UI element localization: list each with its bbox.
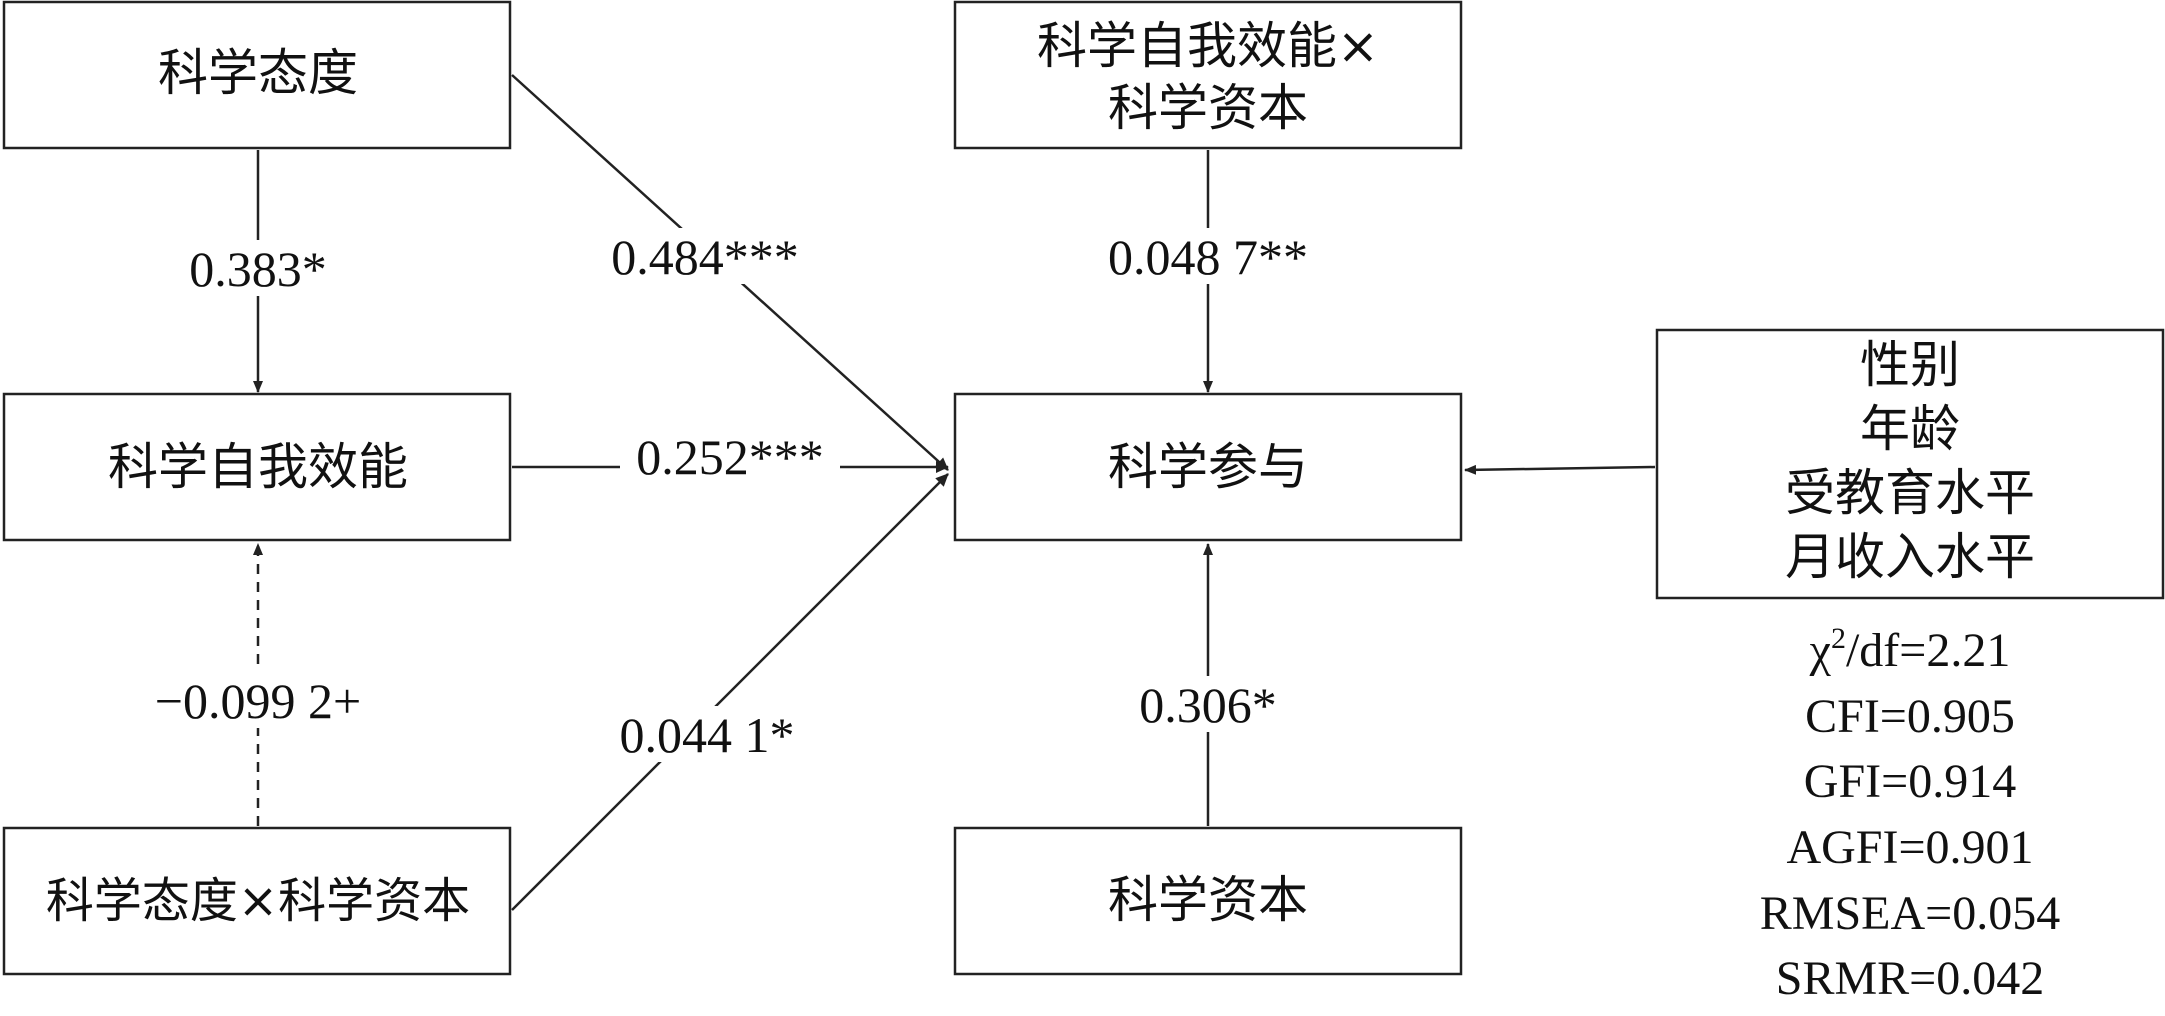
fit-chi2-value: /df=2.21 xyxy=(1846,624,2010,677)
fit-chi2-superscript: 2 xyxy=(1831,622,1846,655)
coef-efficacy-interaction-to-participation-group: 0.048 7** xyxy=(1092,228,1324,285)
coef-capital-to-participation: 0.306* xyxy=(1139,677,1277,733)
fit-agfi: AGFI=0.901 xyxy=(1786,821,2033,874)
coef-attitude-to-participation-group: 0.484*** xyxy=(598,228,812,285)
node-participation: 科学参与 xyxy=(953,392,1463,542)
coef-attitude-to-efficacy-group: 0.383* xyxy=(180,240,336,297)
node-participation-label: 科学参与 xyxy=(1108,438,1308,496)
coef-attitude-to-efficacy: 0.383* xyxy=(189,241,327,297)
node-efficacy-x-capital: 科学自我效能× 科学资本 xyxy=(953,0,1463,150)
coef-efficacy-to-participation-group: 0.252*** xyxy=(620,428,840,485)
node-capital: 科学资本 xyxy=(953,826,1463,976)
edge-interaction-to-participation xyxy=(511,473,949,911)
coef-capital-to-participation-group: 0.306* xyxy=(1128,676,1288,733)
fit-cfi: CFI=0.905 xyxy=(1805,690,2015,743)
node-controls: 性别 年龄 受教育水平 月收入水平 xyxy=(1655,328,2165,600)
fit-chi2: χ2/df=2.21 xyxy=(1809,622,2011,677)
fit-chi2-symbol: χ xyxy=(1809,624,1832,677)
coef-interaction-to-efficacy: −0.099 2+ xyxy=(155,673,361,729)
fit-rmsea: RMSEA=0.054 xyxy=(1760,887,2060,940)
node-capital-label: 科学资本 xyxy=(1108,871,1308,929)
coef-interaction-to-participation: 0.044 1* xyxy=(620,707,795,763)
node-efficacy-x-capital-line2: 科学资本 xyxy=(1108,79,1308,137)
coef-interaction-to-participation-group: 0.044 1* xyxy=(600,706,814,763)
edge-controls-to-participation xyxy=(1464,464,1656,475)
control-education: 受教育水平 xyxy=(1785,464,2035,522)
control-gender: 性别 xyxy=(1860,336,1960,394)
control-age: 年龄 xyxy=(1860,400,1960,458)
node-self-efficacy: 科学自我效能 xyxy=(2,392,512,542)
node-attitude-x-capital: 科学态度×科学资本 xyxy=(2,826,512,976)
fit-indices: χ2/df=2.21 CFI=0.905 GFI=0.914 AGFI=0.90… xyxy=(1760,622,2060,1005)
node-attitude-x-capital-label: 科学态度×科学资本 xyxy=(46,873,470,929)
fit-srmr: SRMR=0.042 xyxy=(1776,952,2044,1005)
coef-attitude-to-participation: 0.484*** xyxy=(611,229,799,285)
control-income: 月收入水平 xyxy=(1785,528,2035,586)
node-self-efficacy-label: 科学自我效能 xyxy=(108,438,408,496)
coef-interaction-to-efficacy-group: −0.099 2+ xyxy=(140,672,380,729)
node-attitude-label: 科学态度 xyxy=(158,44,358,102)
coef-efficacy-to-participation: 0.252*** xyxy=(636,429,824,485)
coef-efficacy-interaction-to-participation: 0.048 7** xyxy=(1108,229,1308,285)
node-efficacy-x-capital-line1: 科学自我效能× xyxy=(1037,17,1379,75)
fit-gfi: GFI=0.914 xyxy=(1804,755,2016,808)
node-attitude: 科学态度 xyxy=(2,0,512,150)
